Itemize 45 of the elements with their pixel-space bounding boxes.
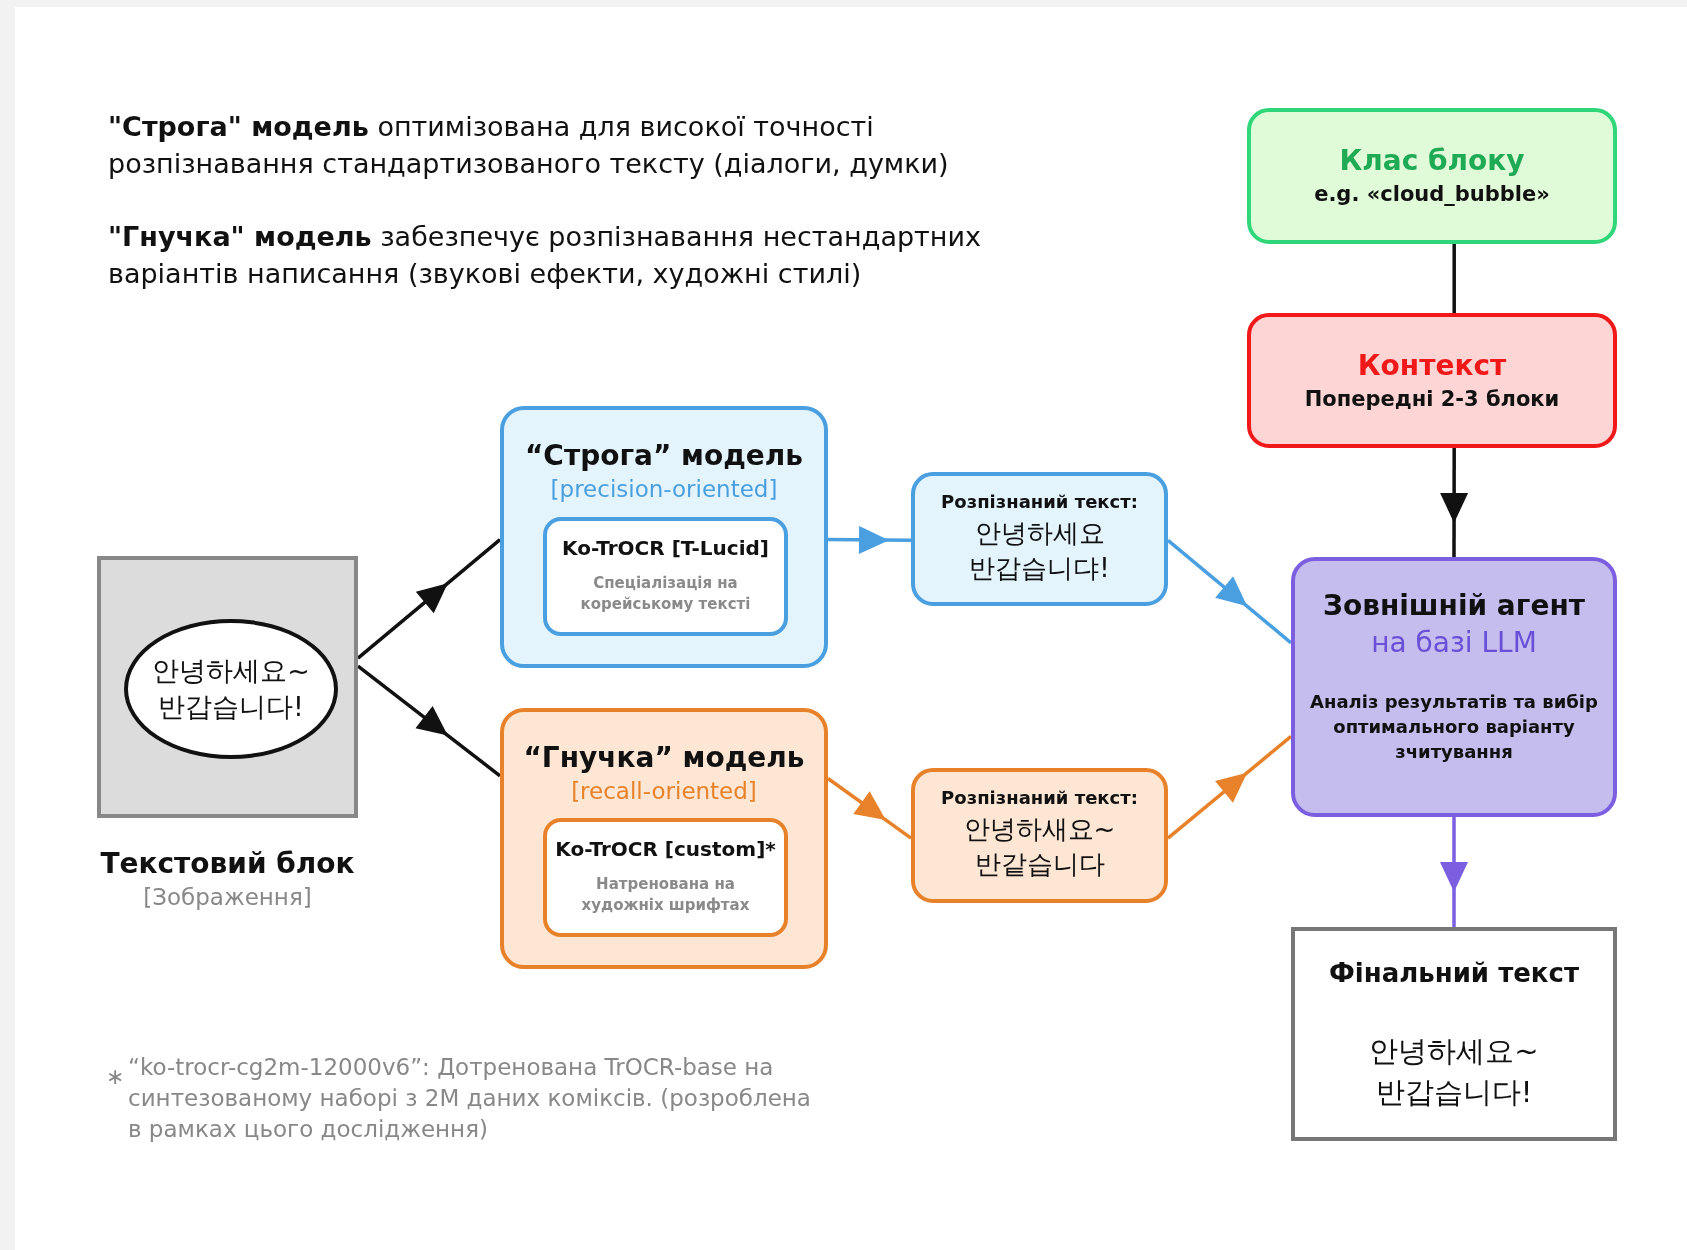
arrow bbox=[1166, 539, 1293, 645]
result-box bbox=[911, 472, 1168, 606]
arrow bbox=[1166, 735, 1293, 840]
box-title: 안녕하세요~ 반갑습니다! bbox=[151, 654, 311, 724]
box-text: Натренована на художніх шрифтах bbox=[580, 874, 751, 916]
box-title: Ko-TrOCR [custom]* bbox=[555, 836, 776, 863]
model-box bbox=[500, 708, 828, 969]
arrow bbox=[1440, 817, 1468, 927]
arrow bbox=[1440, 448, 1469, 557]
box-text: 안녕하세요~ 반갑습니다! bbox=[1368, 1033, 1540, 1111]
model-box bbox=[500, 406, 828, 668]
result-box bbox=[911, 768, 1168, 903]
box-text: на базі LLM bbox=[1371, 625, 1537, 661]
model-card bbox=[543, 517, 788, 636]
caption-text: [Зображення] bbox=[142, 883, 313, 912]
box-title: Ko-TrOCR [T-Lucid] bbox=[562, 535, 769, 562]
arrow bbox=[828, 525, 911, 554]
description-text: "Строга" модель оптимізована для високої точності розпізнавання стандартизованого тексту (діалоги, думки) bbox=[108, 110, 950, 181]
box-text: [precision-oriented] bbox=[550, 475, 778, 504]
box-title: Клас блоку bbox=[1339, 143, 1525, 179]
arrow bbox=[826, 777, 913, 840]
connector-line bbox=[1452, 244, 1456, 313]
input-box bbox=[1247, 313, 1617, 448]
box-title: Контекст bbox=[1357, 347, 1507, 384]
box-text: [recall-oriented] bbox=[571, 777, 757, 806]
agent-box bbox=[1291, 557, 1617, 817]
box-title: Розпізнаний текст: bbox=[941, 490, 1138, 514]
box-title: Фінальний текст bbox=[1329, 957, 1579, 990]
box-text: 안녕하세요 반갑습니댜! bbox=[968, 517, 1111, 585]
output-box bbox=[1291, 927, 1617, 1141]
input-box bbox=[1247, 108, 1617, 244]
box-text: Аналіз результатів та вибір оптимального варіанту зчитування bbox=[1309, 690, 1599, 764]
box-title: “Гнучка” модель bbox=[523, 740, 805, 776]
box-title: Зовнішній агент bbox=[1323, 588, 1585, 624]
description-text: "Гнучка" модель забезпечує розпізнавання нестандартних варіантів написання (звукові ефекти, художні стилі) bbox=[108, 220, 982, 291]
footnote-text: “ko-trocr-cg2m-12000v6”: Дотренована TrOCR-base на синтезованому наборі з 2M даних коміксів. (розроблена в рамках цього дослідження) bbox=[128, 1053, 812, 1144]
box-title: Розпізнаний текст: bbox=[941, 786, 1138, 810]
box-text: Спеціалізація на корейському тексті bbox=[579, 573, 752, 615]
box-text: Попередні 2-3 блоки bbox=[1304, 385, 1560, 413]
model-card bbox=[543, 818, 788, 937]
caption-title: Текстовий блок bbox=[99, 846, 356, 882]
box-text: 안녕하새요~ 반같습니다 bbox=[962, 813, 1117, 881]
box-text: e.g. «cloud_bubble» bbox=[1314, 181, 1550, 208]
box-title: “Строга” модель bbox=[524, 438, 804, 474]
footnote-mark: ∗ bbox=[106, 1063, 125, 1091]
